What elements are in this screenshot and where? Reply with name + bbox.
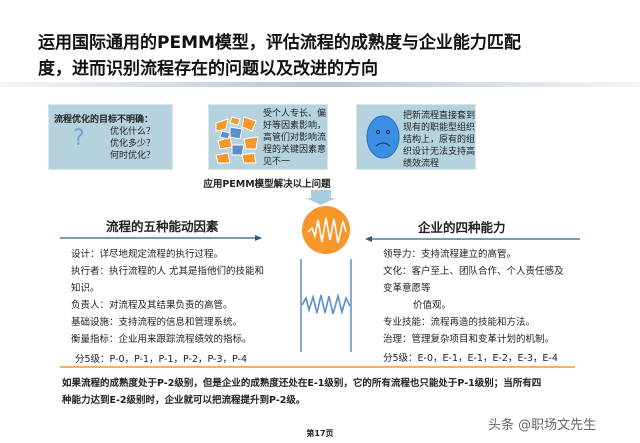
problem-line: 优化多少？ [109,139,155,149]
title-line-1: 运用国际通用的PEMM模型，评估流程的成熟度与企业能力匹配 [38,33,521,53]
factor-item: 衡量指标：企业用来跟踪流程绩效的指标。 [71,334,252,345]
title-line-2: 度，进而识别流程存在的问题以及改进的方向 [38,59,378,79]
sad-face-icon [366,115,400,159]
problem-line: 织设计无法支持高 [403,147,476,157]
factor-item: 执行者：执行流程的人 尤其是指他们的技能和 [71,266,265,277]
right-levels: 分5级：E-0，E-1，E-1，E-2，E-3，E-4 [383,353,558,364]
problem-line: 绩效流程 [403,159,440,169]
problem-line: 何时优化？ [109,151,155,161]
left-factor-list: 设计：详尽地规定流程的执行过程。 执行者：执行流程的人 尤其是指他们的技能和 知… [71,246,264,348]
capability-item: 变革意愿等 [383,283,431,294]
title-divider [0,82,640,87]
capability-item: 治理：管理复杂项目和变革计划的机制。 [383,334,555,345]
factor-item: 基础设施：支持流程的信息和管理系统。 [71,317,243,328]
watermark: 头条 @职场文先生 [488,418,597,433]
factor-item: 设计：详尽地规定流程的执行过程。 [71,249,224,260]
blue-wave-icon [301,292,351,316]
right-capability-list: 领导力：支持流程建立的高管。 文化：客户至上、团队合作、个人责任感及 变革意愿等… [383,246,564,348]
page-title: 运用国际通用的PEMM模型，评估流程的成熟度与企业能力匹配 度，进而识别流程存在… [38,30,618,82]
capability-item: 价值观。 [413,300,452,311]
right-heading: 企业的四种能力 [418,220,506,235]
left-heading: 流程的五种能动因素 [106,219,219,234]
factor-item: 负责人：对流程及其结果负责的高管。 [71,300,233,311]
problem-line: 结构上，原有的组 [403,135,476,145]
factor-item: 知识。 [71,283,100,294]
capability-item: 专业技能：流程再造的技能和方法。 [383,317,536,328]
question-mark-icon: ? [73,126,85,151]
capability-item: 领导力：支持流程建立的高管。 [383,249,517,260]
problem-line: 把新流程直接套到 [403,111,476,121]
problem-line: 好等因素影响， [263,121,327,131]
problem-line: 见不一 [263,157,291,167]
problem-line: 高管们对影响流 [263,133,327,143]
down-arrow-icon [306,190,336,205]
problem-heading: 流程优化的目标不明确： [54,115,154,125]
problem-line: 受个人专长、偏 [263,109,327,119]
conclusion-line: 如果流程的成熟度处于P-2级别，但是企业的成熟度还处在E-1级别，它的所有流程也… [62,378,542,389]
puzzle-arrows-icon [215,116,259,164]
problem-line: 现有的职能型组织 [403,123,476,133]
conclusion-line: 种能力达到E-2级别时，企业就可以把流程提升到P-2级。 [62,395,306,406]
page-number: 第17页 [306,429,334,438]
problem-box-opinions: 受个人专长、偏 好等因素影响， 高管们对影响流 程的关键因素意 见不一 [208,104,328,170]
problem-line: 程的关键因素意 [263,145,327,155]
capability-item: 文化：客户至上、团队合作、个人责任感及 [383,266,564,277]
problem-box-goals: 流程优化的目标不明确： 优化什么？ 优化多少？ 何时优化？ ? [48,104,173,170]
solution-label: 应用PEMM模型解决以上问题 [203,179,331,190]
problem-line: 优化什么？ [109,127,155,137]
left-levels: 分5级：P-0，P-1，P-1，P-2，P-3，P-4 [75,354,247,365]
conclusion: 如果流程的成熟度处于P-2级别，但是企业的成熟度还处在E-1级别，它的所有流程也… [62,375,582,409]
problem-box-structure: 把新流程直接套到 现有的职能型组织 结构上，原有的组 织设计无法支持高 绩效流程 [356,104,476,170]
signal-wave-icon [307,217,347,244]
